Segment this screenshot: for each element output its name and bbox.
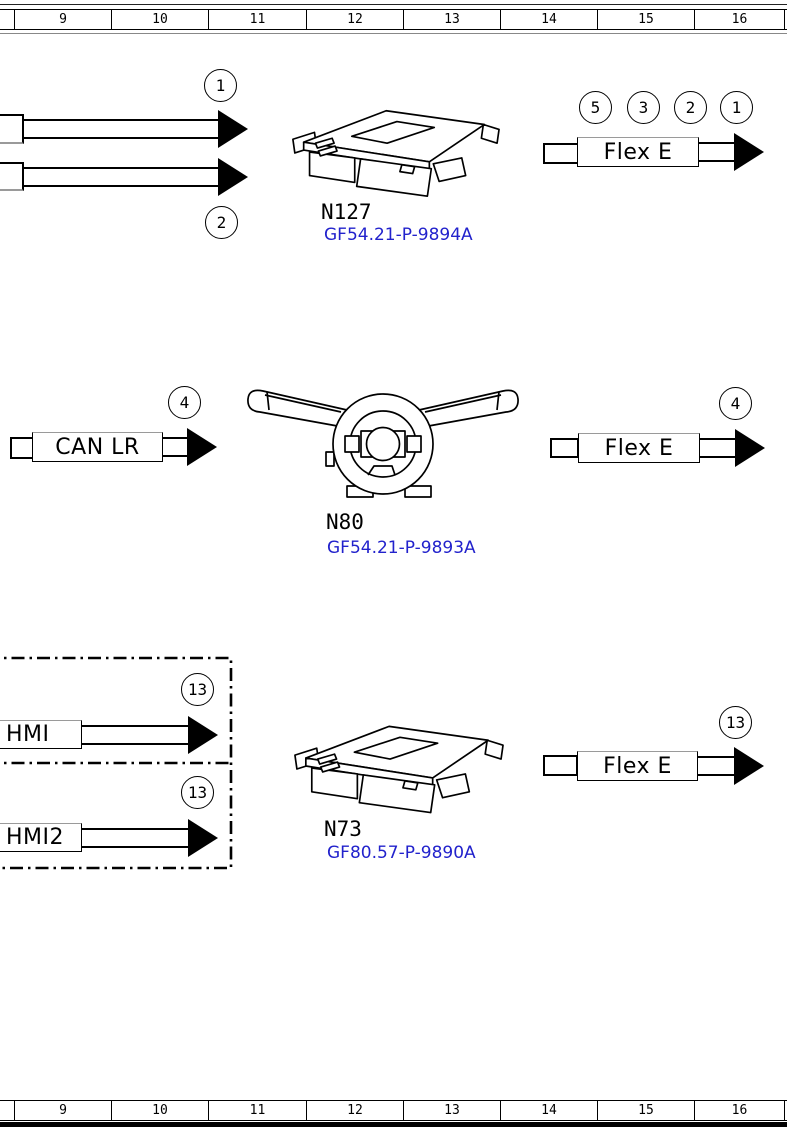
wire-line [699, 142, 734, 162]
callout-badge: 13 [181, 776, 214, 809]
ruler-cell: 12 [306, 10, 403, 29]
ruler-cell: 9 [14, 1101, 111, 1120]
top-ruler-underline [0, 33, 787, 34]
ruler-cell: 14 [500, 10, 597, 29]
control-unit-drawing [292, 109, 500, 198]
wire-connector-stub [0, 114, 24, 144]
wire-arrowhead [188, 716, 218, 754]
callout-badge: 1 [204, 69, 237, 102]
wire-connector-stub [10, 437, 34, 459]
callout-badge: 3 [627, 91, 660, 124]
wire-arrowhead [188, 819, 218, 857]
ruler-cell: 10 [111, 10, 208, 29]
callout-badge: 13 [181, 673, 214, 706]
callout-badge: 13 [719, 706, 752, 739]
ruler-cell: 13 [403, 1101, 500, 1120]
ruler-cell: 13 [403, 10, 500, 29]
ruler-cell: 12 [306, 1101, 403, 1120]
wire-line [698, 756, 734, 776]
ruler-cell: 14 [500, 1101, 597, 1120]
wire-connector-stub [0, 162, 24, 191]
module-name: N73 [324, 817, 362, 841]
wire-label-box: HMI [0, 720, 82, 749]
wire-arrowhead [187, 428, 217, 466]
wire-label-box: Flex E [578, 433, 700, 463]
ruler-cell: 11 [208, 1101, 306, 1120]
control-unit-drawing [294, 725, 504, 814]
wire-arrowhead [218, 110, 248, 148]
wire-line [163, 437, 187, 457]
wire-arrowhead [734, 747, 764, 785]
wire-connector-stub [543, 143, 579, 164]
ruler-divider [784, 10, 785, 29]
ruler-cell: 16 [694, 1101, 784, 1120]
wire-label-box: Flex E [577, 137, 699, 167]
module-doc-code-link[interactable]: GF54.21-P-9894A [324, 225, 473, 245]
module-doc-code-link[interactable]: GF54.21-P-9893A [327, 538, 476, 558]
wire-line [82, 828, 188, 848]
bottom-ruler: 9 10 11 12 13 14 15 16 [0, 1100, 787, 1121]
wire-line [24, 119, 218, 139]
wire-label-box: HMI2 [0, 823, 82, 852]
wire-connector-stub [543, 755, 578, 776]
ruler-divider [784, 1101, 785, 1120]
module-name: N80 [326, 510, 364, 534]
callout-badge: 4 [719, 387, 752, 420]
ruler-cell: 15 [597, 10, 694, 29]
module-name: N127 [321, 200, 372, 224]
wire-arrowhead [734, 133, 764, 171]
ruler-cell: 15 [597, 1101, 694, 1120]
callout-badge: 2 [674, 91, 707, 124]
ruler-cell: 10 [111, 1101, 208, 1120]
bottom-thick-line [0, 1122, 787, 1127]
ruler-cell: 11 [208, 10, 306, 29]
callout-badge: 1 [720, 91, 753, 124]
wire-line [82, 725, 188, 745]
ruler-cell: 9 [14, 10, 111, 29]
wire-label-box: CAN LR [32, 432, 163, 462]
wire-line [700, 438, 735, 458]
harness-boundary-box [0, 656, 233, 870]
wire-line [24, 167, 218, 187]
module-doc-code-link[interactable]: GF80.57-P-9890A [327, 843, 476, 863]
wire-arrowhead [218, 158, 248, 196]
callout-badge: 4 [168, 386, 201, 419]
top-border-line [0, 4, 787, 5]
callout-badge: 5 [579, 91, 612, 124]
ruler-cell: 16 [694, 10, 784, 29]
steering-column-module-drawing [247, 389, 519, 498]
top-ruler: 9 10 11 12 13 14 15 16 [0, 9, 787, 30]
wire-connector-stub [550, 438, 579, 458]
wire-label-box: Flex E [577, 751, 698, 781]
callout-badge: 2 [205, 206, 238, 239]
wire-arrowhead [735, 429, 765, 467]
